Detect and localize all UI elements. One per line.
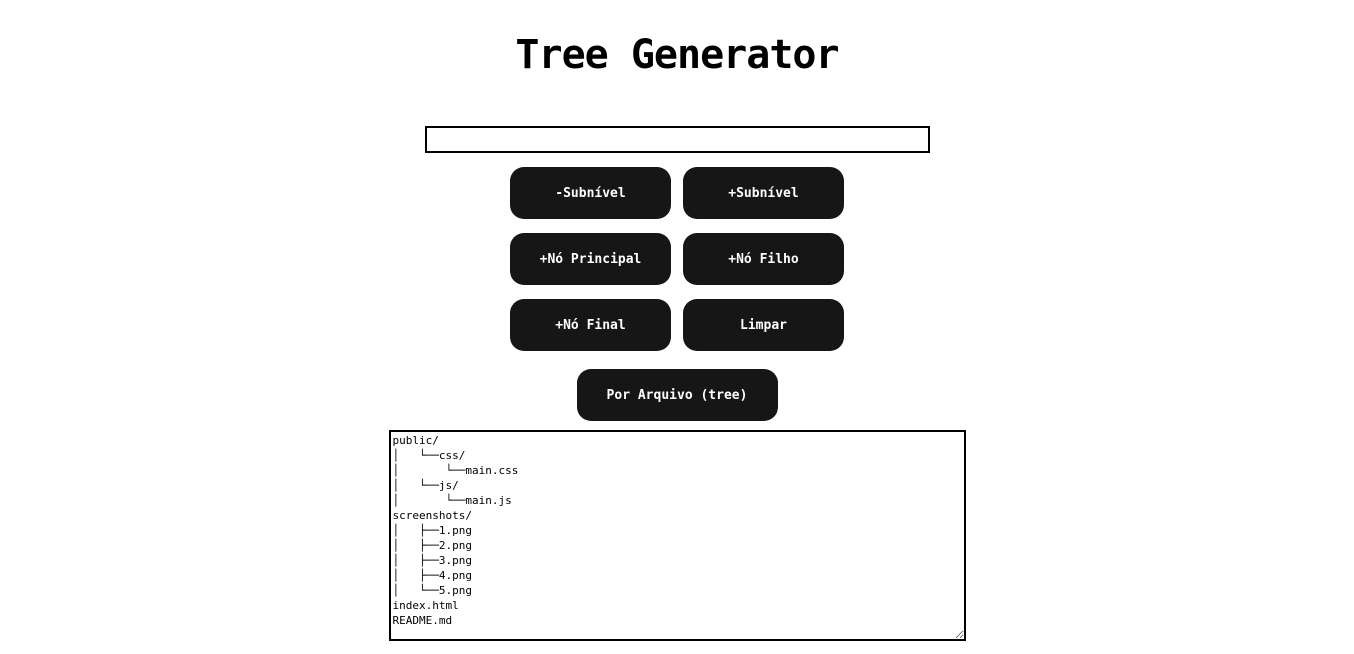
add-main-node-button[interactable]: +Nó Principal	[510, 233, 671, 285]
decrease-sublevel-button[interactable]: -Subnível	[510, 167, 671, 219]
node-name-input[interactable]	[424, 126, 930, 153]
add-final-node-button[interactable]: +Nó Final	[510, 299, 671, 351]
add-child-node-button[interactable]: +Nó Filho	[683, 233, 844, 285]
button-row-4: Por Arquivo (tree)	[576, 369, 778, 421]
clear-button[interactable]: Limpar	[683, 299, 844, 351]
button-row-1: -Subnível +Subnível	[510, 167, 844, 219]
button-row-2: +Nó Principal +Nó Filho	[510, 233, 844, 285]
increase-sublevel-button[interactable]: +Subnível	[683, 167, 844, 219]
tree-output-textarea[interactable]: public/ │ └──css/ │ └──main.css │ └──js/…	[388, 430, 966, 641]
by-file-tree-button[interactable]: Por Arquivo (tree)	[576, 369, 778, 421]
button-row-3: +Nó Final Limpar	[510, 299, 844, 351]
page-title: Tree Generator	[515, 32, 839, 78]
